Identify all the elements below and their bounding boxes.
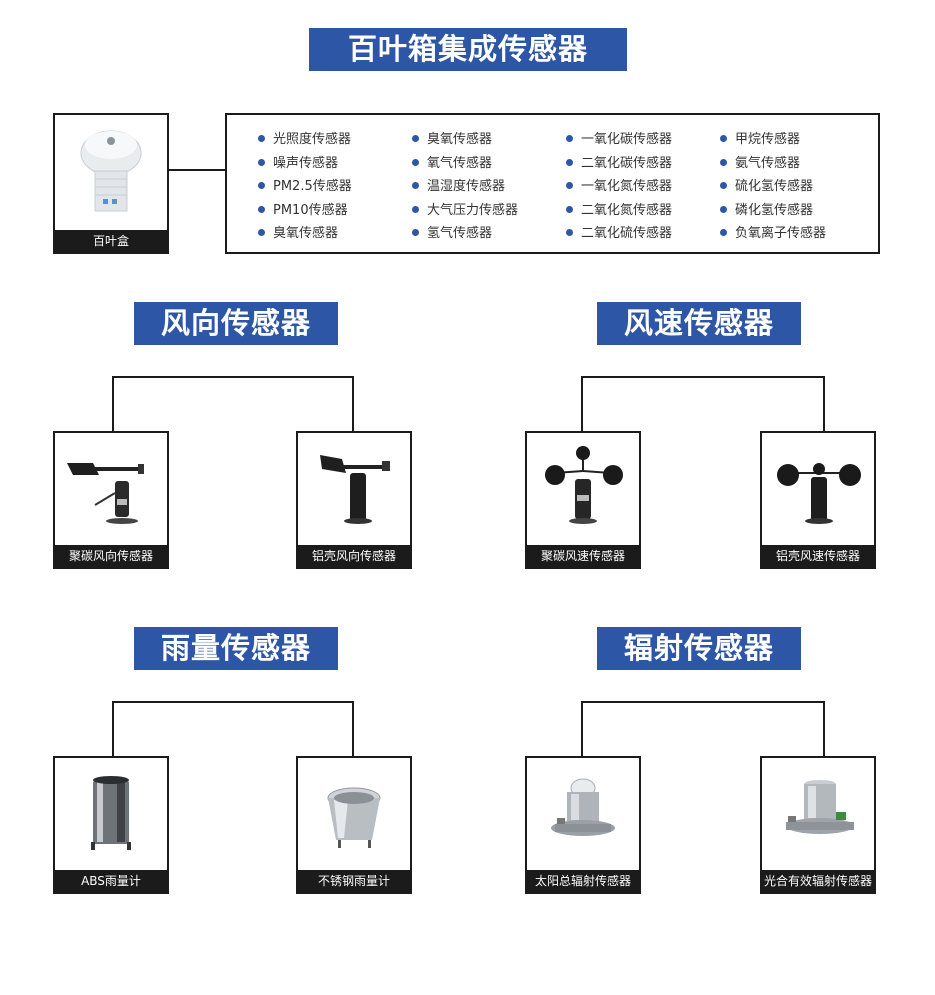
sensor-column: 甲烷传感器 氨气传感器 硫化氢传感器 磷化氢传感器 负氧离子传感器	[720, 128, 826, 246]
sensor-item: 大气压力传感器	[412, 199, 518, 223]
tree-line	[112, 376, 354, 378]
bullet-icon	[720, 158, 727, 166]
sensor-item: 磷化氢传感器	[720, 199, 826, 223]
bullet-icon	[566, 182, 573, 189]
sensor-item: 硫化氢传感器	[720, 175, 826, 199]
bullet-icon	[258, 182, 265, 189]
tree-line	[112, 701, 354, 703]
wind-direction-title: 风向传感器	[134, 302, 338, 345]
product-label: 铝壳风向传感器	[298, 545, 410, 567]
anemometer-image	[777, 463, 861, 524]
product-card: 太阳总辐射传感器	[525, 756, 641, 894]
anemometer-image	[545, 446, 623, 524]
bullet-icon	[258, 135, 265, 142]
rain-gauge-image	[327, 787, 381, 848]
integrated-sensor-list: 光照度传感器 噪声传感器 PM2.5传感器 PM10传感器 臭氧传感器 臭氧传感…	[225, 113, 880, 254]
product-label: 聚碳风向传感器	[55, 545, 167, 567]
sensor-item: 二氧化碳传感器	[566, 152, 672, 176]
bullet-icon	[412, 182, 419, 189]
bullet-icon	[566, 229, 573, 236]
sensor-item: 二氧化氮传感器	[566, 199, 672, 223]
louver-box-card: 百叶盒	[53, 113, 169, 254]
pyranometer-image	[551, 778, 615, 836]
sensor-item: 温湿度传感器	[412, 175, 518, 199]
wind-speed-title: 风速传感器	[597, 302, 801, 345]
tree-line	[352, 701, 354, 756]
product-label: 聚碳风速传感器	[527, 545, 639, 567]
louver-box-image	[80, 130, 142, 212]
tree-line	[581, 701, 825, 703]
bullet-icon	[720, 135, 727, 142]
sensor-item: 一氧化碳传感器	[566, 128, 672, 152]
bullet-icon	[258, 158, 265, 166]
product-card: 不锈钢雨量计	[296, 756, 412, 894]
bullet-icon	[412, 205, 419, 213]
bullet-icon	[258, 229, 265, 236]
bullet-icon	[720, 205, 727, 213]
bullet-icon	[412, 158, 419, 166]
sensor-item: 光照度传感器	[258, 128, 352, 152]
product-label: ABS雨量计	[55, 870, 167, 892]
louver-box-label: 百叶盒	[55, 230, 167, 252]
sensor-item: 噪声传感器	[258, 152, 352, 176]
product-label: 铝壳风速传感器	[762, 545, 874, 567]
sensor-column: 光照度传感器 噪声传感器 PM2.5传感器 PM10传感器 臭氧传感器	[258, 128, 352, 246]
bullet-icon	[258, 205, 265, 213]
vane-sensor-image	[320, 455, 390, 524]
sensor-item: 氨气传感器	[720, 152, 826, 176]
product-card: ABS雨量计	[53, 756, 169, 894]
product-card: 铝壳风向传感器	[296, 431, 412, 569]
tree-line	[581, 701, 583, 756]
tree-line	[581, 376, 583, 431]
tree-line	[352, 376, 354, 431]
bullet-icon	[720, 182, 727, 189]
radiation-title: 辐射传感器	[597, 627, 801, 670]
bullet-icon	[566, 205, 573, 213]
rain-title: 雨量传感器	[134, 627, 338, 670]
sensor-item: 臭氧传感器	[258, 222, 352, 246]
tree-line	[581, 376, 825, 378]
sensor-item: 负氧离子传感器	[720, 222, 826, 246]
bullet-icon	[566, 158, 573, 166]
sensor-item: PM2.5传感器	[258, 175, 352, 199]
main-title: 百叶箱集成传感器	[309, 28, 627, 71]
product-card: 光合有效辐射传感器	[760, 756, 876, 894]
connector-line	[167, 169, 225, 171]
par-sensor-image	[786, 780, 854, 834]
product-label: 太阳总辐射传感器	[527, 870, 639, 892]
tree-line	[823, 376, 825, 431]
product-label: 光合有效辐射传感器	[762, 870, 874, 892]
product-label: 不锈钢雨量计	[298, 870, 410, 892]
bullet-icon	[566, 135, 573, 142]
vane-sensor-image	[67, 463, 144, 524]
rain-gauge-image	[91, 776, 131, 850]
sensor-item: 氧气传感器	[412, 152, 518, 176]
sensor-item: 二氧化硫传感器	[566, 222, 672, 246]
sensor-item: 臭氧传感器	[412, 128, 518, 152]
product-card: 聚碳风向传感器	[53, 431, 169, 569]
bullet-icon	[412, 229, 419, 236]
tree-line	[823, 701, 825, 756]
bullet-icon	[412, 135, 419, 142]
product-card: 聚碳风速传感器	[525, 431, 641, 569]
tree-line	[112, 701, 114, 756]
sensor-item: 甲烷传感器	[720, 128, 826, 152]
bullet-icon	[720, 229, 727, 236]
tree-line	[112, 376, 114, 431]
sensor-item: 氢气传感器	[412, 222, 518, 246]
sensor-column: 臭氧传感器 氧气传感器 温湿度传感器 大气压力传感器 氢气传感器	[412, 128, 518, 246]
sensor-item: 一氧化氮传感器	[566, 175, 672, 199]
product-card: 铝壳风速传感器	[760, 431, 876, 569]
sensor-item: PM10传感器	[258, 199, 352, 223]
sensor-column: 一氧化碳传感器 二氧化碳传感器 一氧化氮传感器 二氧化氮传感器 二氧化硫传感器	[566, 128, 672, 246]
